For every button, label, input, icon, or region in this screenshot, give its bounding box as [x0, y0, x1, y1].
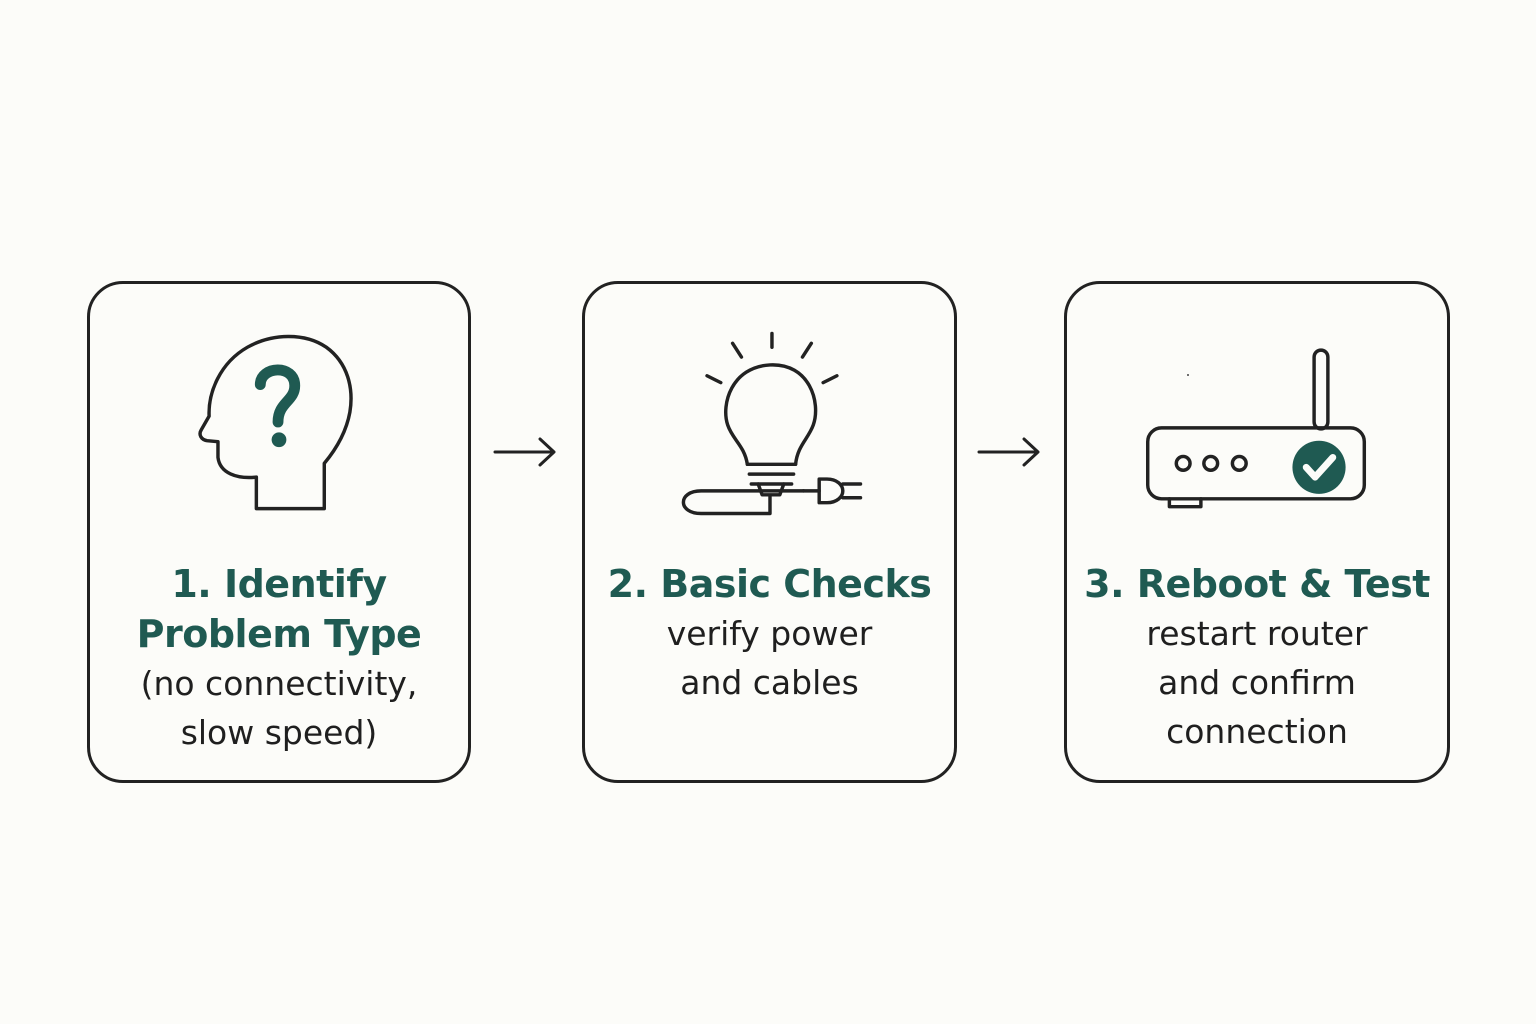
step-3-description-line-3: connection	[1166, 712, 1348, 751]
step-3-title: 3. Reboot & Test	[1084, 562, 1430, 606]
head-question-icon	[90, 322, 468, 522]
step-1-description-line-1: (no connectivity,	[140, 664, 418, 703]
step-2-title: 2. Basic Checks	[607, 562, 932, 606]
step-card-basic-checks: 2. Basic Checks verify power and cables	[582, 281, 957, 783]
stray-dot	[1187, 374, 1189, 376]
step-3-description-line-1: restart router	[1146, 614, 1368, 653]
step-2-description-line-1: verify power	[666, 614, 873, 653]
step-1-title-line-2: Problem Type	[136, 612, 422, 656]
arrow-right-icon	[493, 437, 556, 467]
step-card-reboot-test: 3. Reboot & Test restart router and conf…	[1064, 281, 1450, 783]
step-1-title-line-1: 1. Identify	[171, 562, 387, 606]
step-1-description-line-2: slow speed)	[180, 713, 378, 752]
arrow-right-icon	[977, 437, 1040, 467]
router-check-icon	[1067, 322, 1447, 522]
step-2-description-line-2: and cables	[680, 663, 859, 702]
step-card-identify: 1. Identify Problem Type (no connectivit…	[87, 281, 471, 783]
lightbulb-plug-icon	[585, 322, 954, 522]
step-3-description-line-2: and confirm	[1158, 663, 1356, 702]
